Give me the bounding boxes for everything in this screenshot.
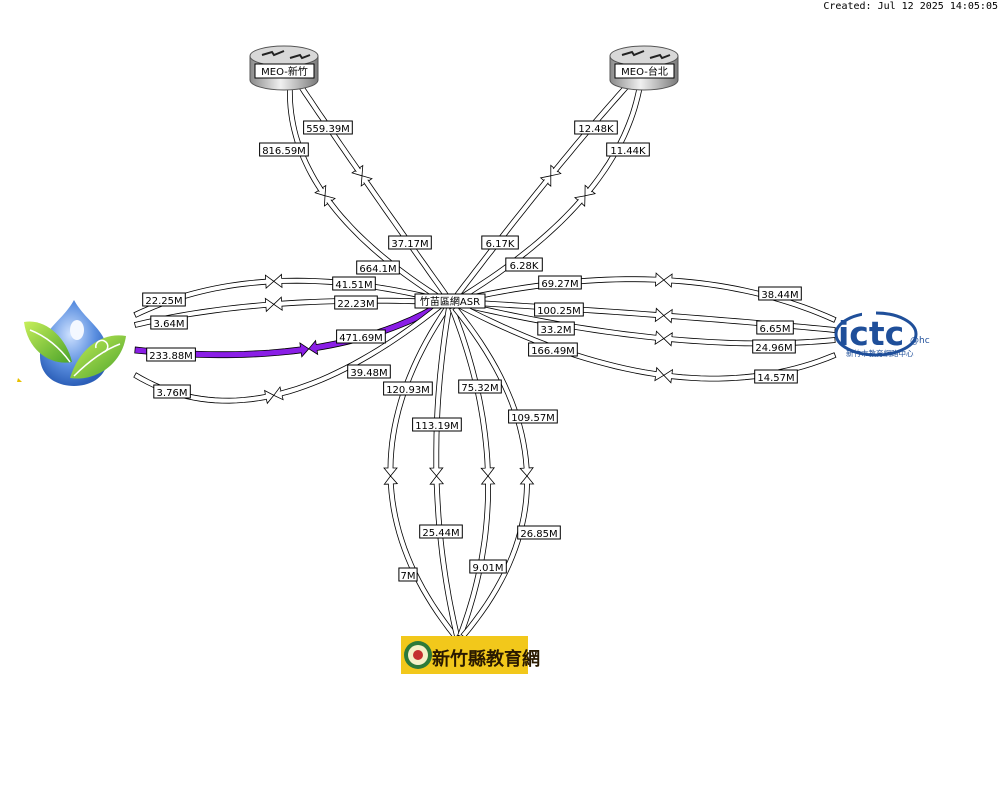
- link-label-l5: 12.48K: [574, 120, 618, 135]
- link-label-l31: 109.57M: [508, 409, 558, 424]
- link-arrow-l29[interactable]: [449, 306, 496, 477]
- node-asr[interactable]: 竹苗區網ASR: [414, 293, 486, 309]
- link-label-text: 100.25M: [537, 306, 581, 317]
- link-label-l22: 24.96M: [752, 339, 796, 354]
- link-label-text: 664.1M: [359, 264, 396, 275]
- link-label-text: 109.57M: [511, 413, 555, 424]
- router-arrows-icon: [621, 50, 671, 60]
- link-label-l16: 39.48M: [347, 364, 391, 379]
- link-label-text: 3.64M: [154, 319, 185, 330]
- link-label-text: 233.88M: [149, 351, 193, 362]
- link-arrow-l27[interactable]: [428, 307, 452, 477]
- link-label-text: 6.17K: [486, 239, 515, 250]
- link-label-l7: 6.17K: [481, 235, 519, 250]
- links-layer: [133, 82, 837, 639]
- link-label-text: 9.01M: [473, 563, 504, 574]
- link-arrow-l22[interactable]: [663, 331, 836, 347]
- link-label-l9: 22.25M: [142, 292, 186, 307]
- router-meo-hsinchu[interactable]: MEO-新竹: [249, 45, 319, 91]
- link-arrow-l16[interactable]: [273, 303, 443, 401]
- link-label-l2: 816.59M: [259, 142, 309, 157]
- link-arrow-l20[interactable]: [663, 308, 836, 333]
- link-label-text: 120.93M: [386, 385, 430, 396]
- ictc-logo[interactable]: ictc @hc 新竹市教育網路中心: [834, 310, 930, 358]
- link-label-text: 6.28K: [510, 261, 539, 272]
- link-label-text: 14.57M: [757, 373, 794, 384]
- router-arrows-icon: [261, 50, 311, 60]
- link-label-l1: 559.39M: [303, 120, 353, 135]
- link-label-l6: 11.44K: [606, 142, 650, 157]
- left-site-logo[interactable]: [17, 300, 126, 386]
- link-label-text: 3.76M: [157, 388, 188, 399]
- link-label-l15: 3.76M: [153, 384, 191, 399]
- router-meo-taipei[interactable]: MEO-台北: [609, 45, 679, 91]
- link-label-text: 38.44M: [761, 290, 798, 301]
- link-label-l4: 664.1M: [356, 260, 400, 275]
- link-label-text: 37.17M: [391, 239, 428, 250]
- link-label-l11: 3.64M: [150, 315, 188, 330]
- link-label-l30: 9.01M: [469, 559, 507, 574]
- leaf-icon: [70, 335, 126, 379]
- link-label-l27: 113.19M: [412, 417, 462, 432]
- link-label-l18: 38.44M: [758, 286, 802, 301]
- link-label-text: 471.69M: [339, 333, 383, 344]
- link-label-text: 11.44K: [610, 146, 646, 157]
- link-arrow-l28[interactable]: [429, 475, 460, 638]
- link-label-l24: 14.57M: [754, 369, 798, 384]
- link-label-l26: 7M: [398, 567, 418, 582]
- router-meo-taipei-label: MEO-台北: [621, 65, 668, 78]
- link-label-l32: 26.85M: [517, 525, 561, 540]
- link-label-text: 7M: [401, 571, 416, 582]
- link-label-text: 12.48K: [578, 124, 614, 135]
- link-label-l29: 75.32M: [458, 379, 502, 394]
- link-label-l25: 120.93M: [383, 381, 433, 396]
- link-label-l23: 166.49M: [528, 342, 578, 357]
- link-label-l20: 6.65M: [756, 320, 794, 335]
- created-timestamp: Created: Jul 12 2025 14:05:05: [823, 1, 998, 12]
- link-label-l28: 25.44M: [419, 524, 463, 539]
- link-label-l3: 37.17M: [388, 235, 432, 250]
- link-label-text: 22.23M: [337, 299, 374, 310]
- link-label-l17: 69.27M: [538, 275, 582, 290]
- node-asr-label: 竹苗區網ASR: [420, 295, 480, 308]
- link-label-l8: 6.28K: [505, 257, 543, 272]
- link-label-text: 25.44M: [422, 528, 459, 539]
- link-label-text: 26.85M: [520, 529, 557, 540]
- link-label-text: 33.2M: [541, 325, 572, 336]
- link-label-text: 113.19M: [415, 421, 459, 432]
- link-label-text: 22.25M: [145, 296, 182, 307]
- ictc-logo-text: ictc: [838, 314, 904, 353]
- link-arrow-l2[interactable]: [286, 84, 327, 197]
- ictc-logo-subtitle: 新竹市教育網路中心: [846, 348, 914, 358]
- nodes-layer: MEO-新竹 MEO-台北 竹苗區網ASR: [17, 45, 930, 674]
- link-arrow-l24[interactable]: [663, 352, 837, 384]
- link-label-text: 166.49M: [531, 346, 575, 357]
- link-label-text: 6.65M: [760, 324, 791, 335]
- link-arrow-l26[interactable]: [383, 475, 458, 639]
- link-label-l14: 471.69M: [336, 329, 386, 344]
- link-arrow-l6[interactable]: [584, 84, 643, 197]
- link-label-text: 816.59M: [262, 146, 306, 157]
- link-arrow-l25[interactable]: [383, 306, 450, 477]
- link-label-text: 39.48M: [350, 368, 387, 379]
- link-label-text: 41.51M: [335, 280, 372, 291]
- link-arrow-l30[interactable]: [457, 475, 496, 638]
- link-label-text: 75.32M: [461, 383, 498, 394]
- link-label-l10: 41.51M: [332, 276, 376, 291]
- link-label-l21: 33.2M: [537, 321, 575, 336]
- link-label-text: 69.27M: [541, 279, 578, 290]
- router-meo-hsinchu-label: MEO-新竹: [261, 65, 308, 78]
- ictc-logo-suffix: @hc: [910, 336, 930, 346]
- link-label-text: 559.39M: [306, 124, 350, 135]
- link-arrow-l31[interactable]: [452, 305, 534, 477]
- hsinchu-county-logo-text: 新竹縣教育網: [432, 648, 540, 670]
- link-label-text: 24.96M: [755, 343, 792, 354]
- hsinchu-county-logo[interactable]: 新竹縣教育網: [401, 636, 540, 674]
- link-label-l19: 100.25M: [534, 302, 584, 317]
- link-label-l13: 233.88M: [146, 347, 196, 362]
- link-arrow-l32[interactable]: [460, 475, 535, 639]
- link-label-l12: 22.23M: [334, 295, 378, 310]
